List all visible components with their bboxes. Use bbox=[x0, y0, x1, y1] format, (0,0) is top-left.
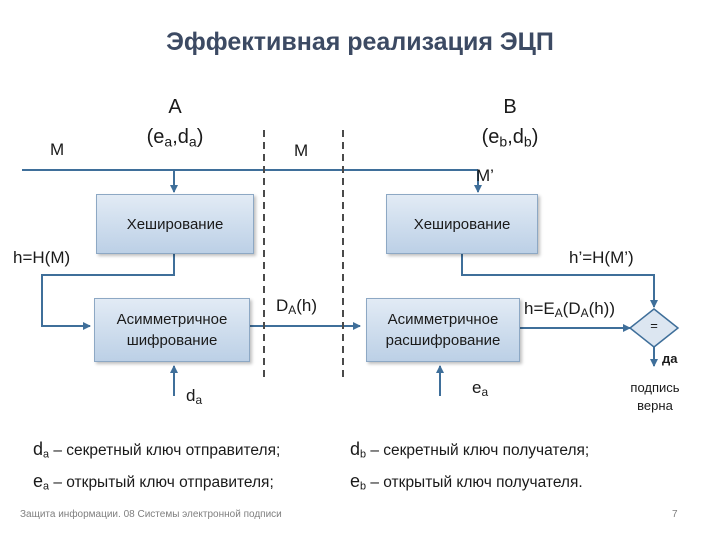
party-b: B (eb,db) bbox=[455, 92, 565, 157]
hash-box-a: Хеширование bbox=[96, 194, 254, 254]
party-a-name: A bbox=[168, 96, 182, 118]
label-m-left: M bbox=[50, 140, 65, 159]
page-title: Эффективная реализация ЭЦП bbox=[166, 28, 554, 56]
label-m-middle: M bbox=[294, 141, 309, 160]
label-key-da: da bbox=[186, 386, 203, 407]
legend-left: da – секретный ключ отправителя; ea – от… bbox=[33, 436, 280, 499]
decrypt-box-b: Асимметричное расшифрование bbox=[366, 298, 520, 362]
compare-symbol: = bbox=[650, 318, 658, 333]
page-number: 7 bbox=[672, 509, 678, 520]
label-signature: DA(h) bbox=[276, 296, 317, 317]
label-h-left: h=H(M) bbox=[13, 248, 71, 267]
legend-item: eb – открытый ключ получателя. bbox=[350, 470, 583, 493]
hash-a-to-encrypt bbox=[41, 253, 175, 330]
legend-item: ea – открытый ключ отправителя; bbox=[33, 470, 274, 493]
legend-item: db – секретный ключ получателя; bbox=[350, 439, 590, 461]
label-h-right: h’=H(M’) bbox=[569, 248, 634, 267]
label-key-ea: ea bbox=[472, 378, 489, 399]
footer-text: Защита информации. 08 Системы электронно… bbox=[20, 509, 282, 520]
label-m-prime: M’ bbox=[476, 166, 494, 185]
hash-b-to-compare bbox=[461, 253, 658, 308]
hash-box-b: Хеширование bbox=[386, 194, 538, 254]
party-b-name: B bbox=[503, 96, 517, 118]
label-decrypt-result: h=EA(DA(h)) bbox=[524, 299, 616, 320]
label-yes: да bbox=[662, 351, 678, 366]
party-a-keys: (ea,da) bbox=[146, 126, 204, 150]
encrypt-box-a: Асимметричное шифрование bbox=[94, 298, 250, 362]
legend-right: db – секретный ключ получателя; eb – отк… bbox=[350, 436, 589, 499]
legend-item: da – секретный ключ отправителя; bbox=[33, 439, 281, 461]
party-a: A (ea,da) bbox=[120, 92, 230, 157]
party-b-keys: (eb,db) bbox=[481, 126, 539, 150]
label-signature-valid: подпись верна bbox=[630, 380, 680, 413]
